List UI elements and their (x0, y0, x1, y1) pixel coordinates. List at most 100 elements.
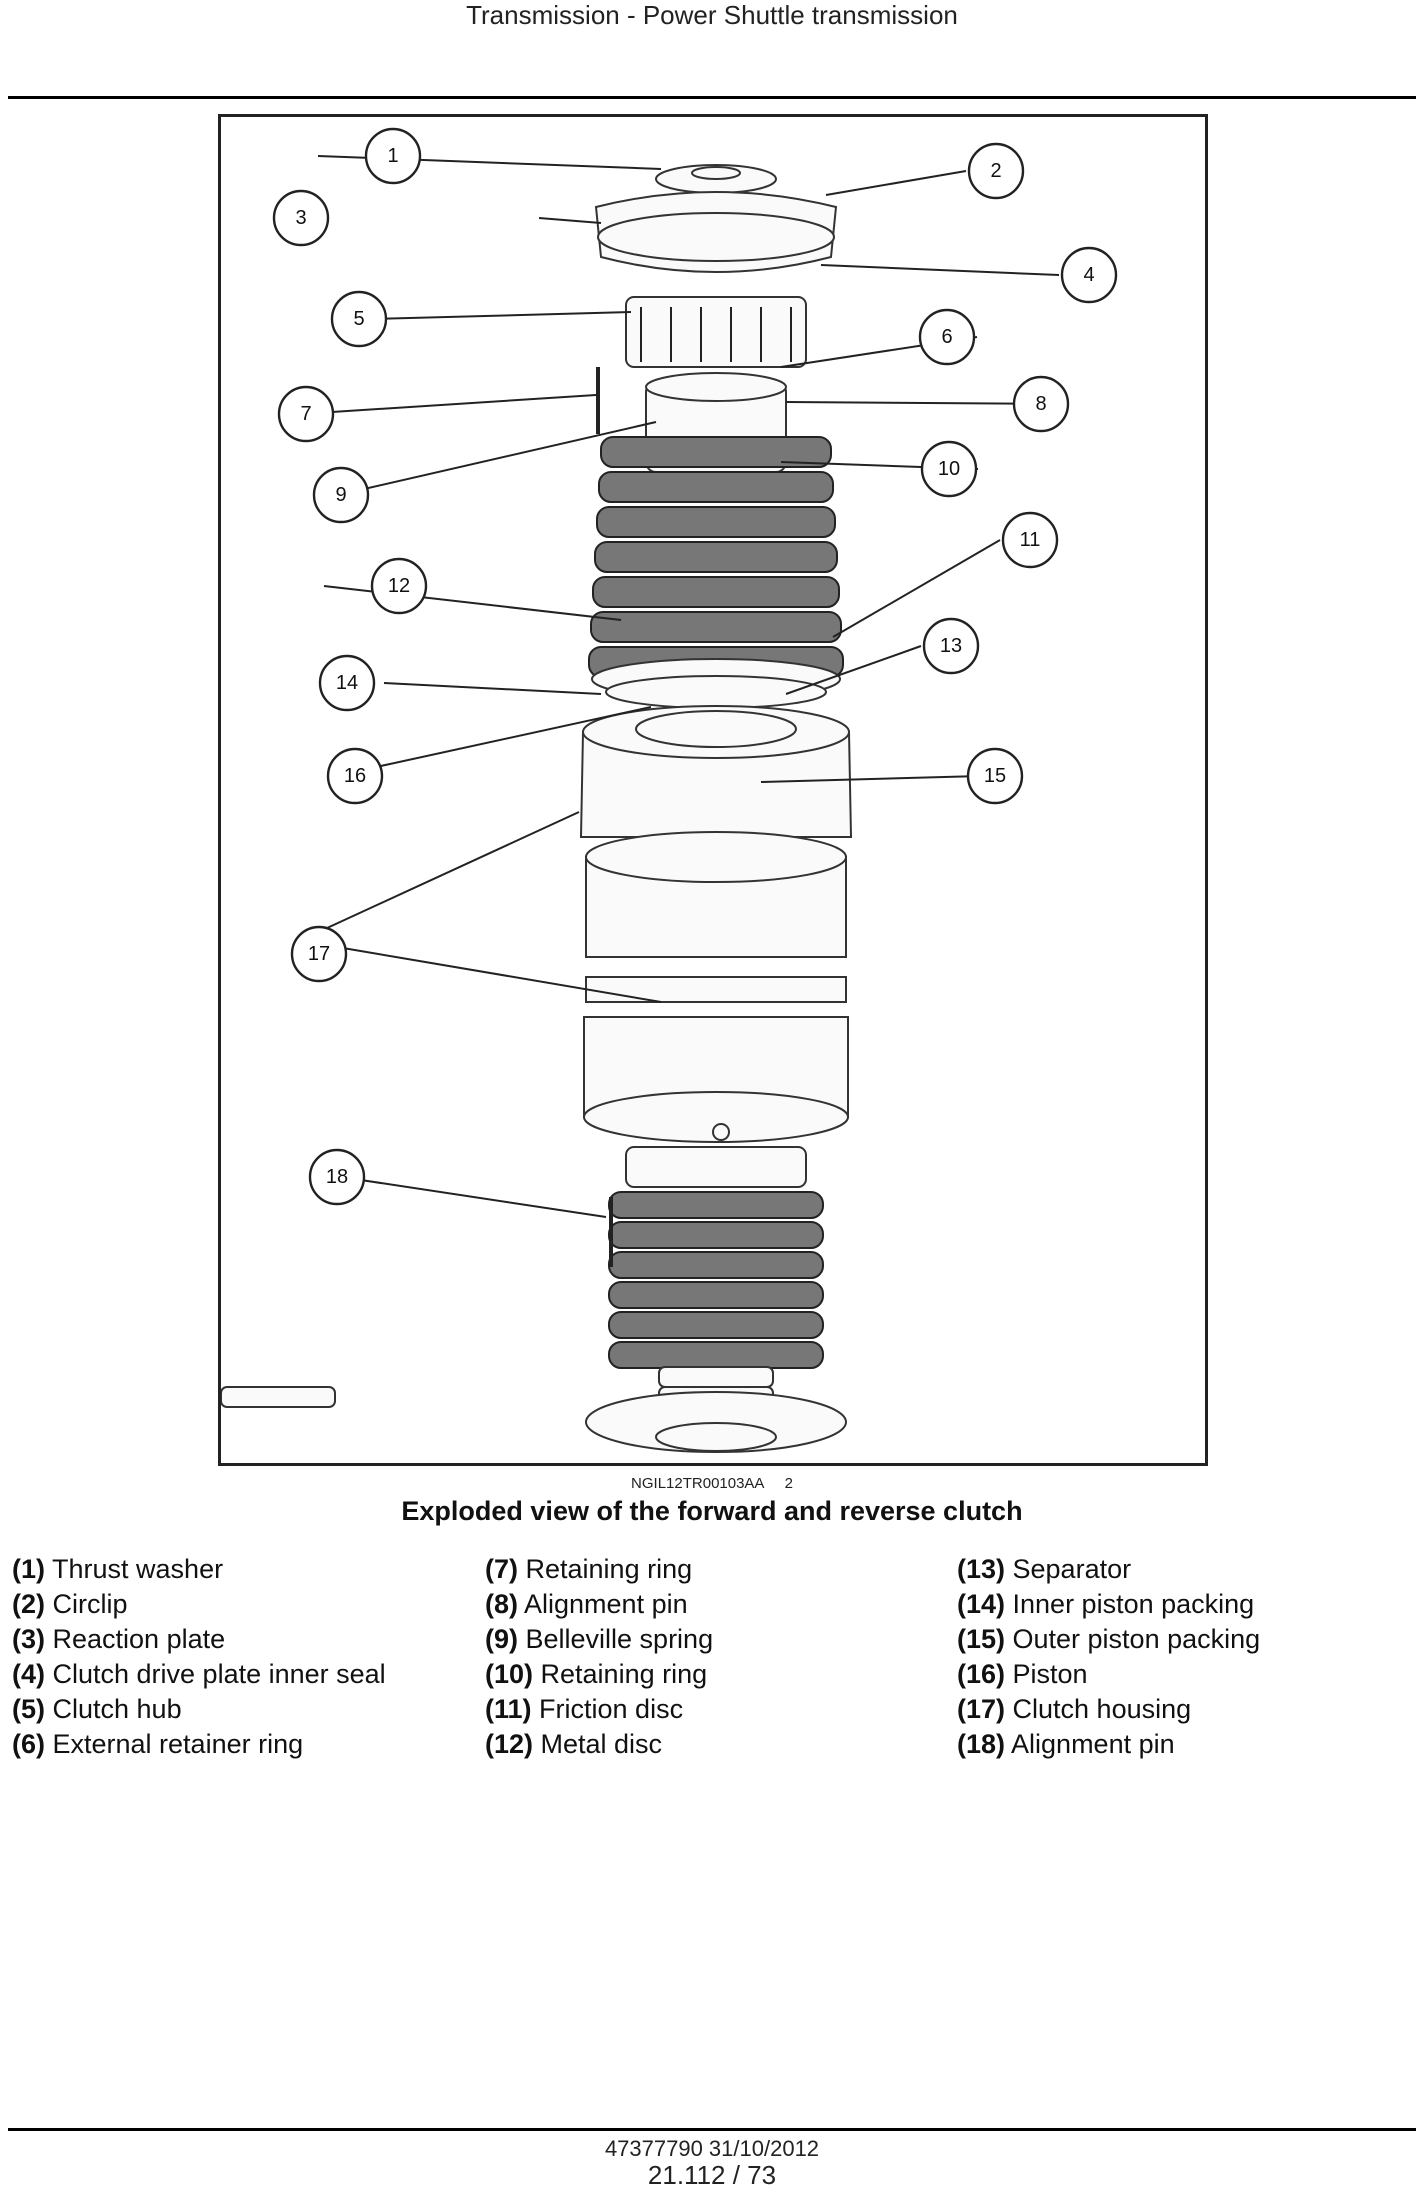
legend-item-label: Clutch drive plate inner seal (45, 1659, 386, 1689)
callout-number: 1 (387, 145, 398, 167)
legend-item-label: Friction disc (531, 1694, 684, 1724)
callout-circle (330, 290, 388, 348)
legend-item-label: Piston (1005, 1659, 1088, 1689)
legend-item-label: Retaining ring (518, 1554, 693, 1584)
legend-item-number: (7) (485, 1554, 518, 1584)
callout-number: 10 (938, 458, 960, 480)
legend-item: (12) Metal disc (485, 1727, 713, 1762)
callout-circle (922, 617, 980, 675)
callout-circle (326, 747, 384, 805)
figure-ref-code: NGIL12TR00103AA (631, 1475, 765, 1492)
callout-circle (312, 466, 370, 524)
legend-item: (8) Alignment pin (485, 1587, 713, 1622)
legend-column-1: (1) Thrust washer(2) Circlip(3) Reaction… (12, 1552, 386, 1762)
callout-circle (920, 440, 978, 498)
callout-number: 18 (326, 1166, 348, 1188)
legend-item: (5) Clutch hub (12, 1692, 386, 1727)
legend-item-number: (1) (12, 1554, 45, 1584)
callout-circle (967, 142, 1025, 200)
callout-circle (918, 308, 976, 366)
figure-caption: Exploded view of the forward and reverse… (401, 1496, 1023, 1526)
callout-circle (966, 747, 1024, 805)
callout-number: 2 (990, 160, 1001, 182)
callout-circle (308, 1148, 366, 1206)
callout-number: 13 (940, 635, 962, 657)
legend-item-label: Reaction plate (45, 1624, 226, 1654)
legend-item-label: Metal disc (533, 1729, 663, 1759)
callout-circle (370, 557, 428, 615)
legend-item-number: (18) (957, 1729, 1006, 1759)
clutch-parts-stack (221, 164, 853, 1453)
legend-item-number: (13) (957, 1554, 1006, 1584)
figure-reference: NGIL12TR00103AA 2 (0, 1475, 1424, 1492)
legend-item-number: (16) (957, 1659, 1006, 1689)
figure-ref-number: 2 (784, 1475, 793, 1492)
footer-page-number: 21.112 / 73 (647, 2160, 777, 2190)
legend-item-number: (14) (957, 1589, 1006, 1619)
legend-item-label: Retaining ring (533, 1659, 708, 1689)
legend-item-number: (10) (485, 1659, 534, 1689)
legend-item: (9) Belleville spring (485, 1622, 713, 1657)
legend-item: (14) Inner piston packing (957, 1587, 1260, 1622)
legend-item-label: Alignment pin (1005, 1729, 1175, 1759)
legend-item-label: Alignment pin (518, 1589, 688, 1619)
legend-item: (7) Retaining ring (485, 1552, 713, 1587)
callout-circle (277, 385, 335, 443)
callout-number: 9 (335, 484, 346, 506)
footer-rule (8, 2128, 1416, 2131)
legend-item-label: Clutch housing (1005, 1694, 1192, 1724)
legend-item-label: Outer piston packing (1005, 1624, 1261, 1654)
legend-item: (15) Outer piston packing (957, 1622, 1260, 1657)
callout-number: 7 (300, 403, 311, 425)
legend-item-number: (6) (12, 1729, 45, 1759)
legend-item: (18) Alignment pin (957, 1727, 1260, 1762)
legend-item-number: (4) (12, 1659, 45, 1689)
legend-item-number: (2) (12, 1589, 45, 1619)
callout-circle (272, 189, 330, 247)
callout-leaders (300, 155, 1064, 1218)
legend-item: (13) Separator (957, 1552, 1260, 1587)
legend-item-label: Circlip (45, 1589, 128, 1619)
legend-column-3: (13) Separator(14) Inner piston packing(… (957, 1552, 1260, 1762)
callout-circle (290, 925, 348, 983)
legend-item: (6) External retainer ring (12, 1727, 386, 1762)
legend-item-label: Belleville spring (518, 1624, 714, 1654)
legend-item-label: Clutch hub (45, 1694, 182, 1724)
legend-item-number: (5) (12, 1694, 45, 1724)
callout-circle (1001, 511, 1059, 569)
legend-item: (2) Circlip (12, 1587, 386, 1622)
legend-item-number: (15) (957, 1624, 1006, 1654)
legend-item: (17) Clutch housing (957, 1692, 1260, 1727)
legend-item-number: (9) (485, 1624, 518, 1654)
callout-number: 8 (1035, 393, 1046, 415)
legend-item-number: (17) (957, 1694, 1006, 1724)
legend-item-label: Separator (1005, 1554, 1132, 1584)
callout-circle (318, 654, 376, 712)
callout-number: 11 (1020, 529, 1041, 551)
legend-item-number: (11) (485, 1694, 532, 1724)
legend-item: (10) Retaining ring (485, 1657, 713, 1692)
legend-item: (11) Friction disc (485, 1692, 713, 1727)
callout-circle (1012, 375, 1070, 433)
callout-number: 12 (388, 575, 410, 597)
legend-item-label: Thrust washer (45, 1554, 224, 1584)
legend-item-number: (12) (485, 1729, 534, 1759)
header-rule (8, 96, 1416, 99)
legend-item-number: (3) (12, 1624, 45, 1654)
footer-document-id: 47377790 31/10/2012 (604, 2136, 820, 2161)
legend-item-label: Inner piston packing (1005, 1589, 1255, 1619)
callout-number: 16 (344, 765, 366, 787)
callout-number: 3 (295, 207, 306, 229)
callout-number: 15 (984, 765, 1006, 787)
legend-item: (3) Reaction plate (12, 1622, 386, 1657)
legend-column-2: (7) Retaining ring(8) Alignment pin(9) B… (485, 1552, 713, 1762)
callout-circle (364, 127, 422, 185)
legend-item-label: External retainer ring (45, 1729, 304, 1759)
callout-circle (1060, 246, 1118, 304)
callout-number: 4 (1083, 264, 1094, 286)
callout-number: 14 (336, 672, 358, 694)
callout-number: 5 (353, 308, 364, 330)
